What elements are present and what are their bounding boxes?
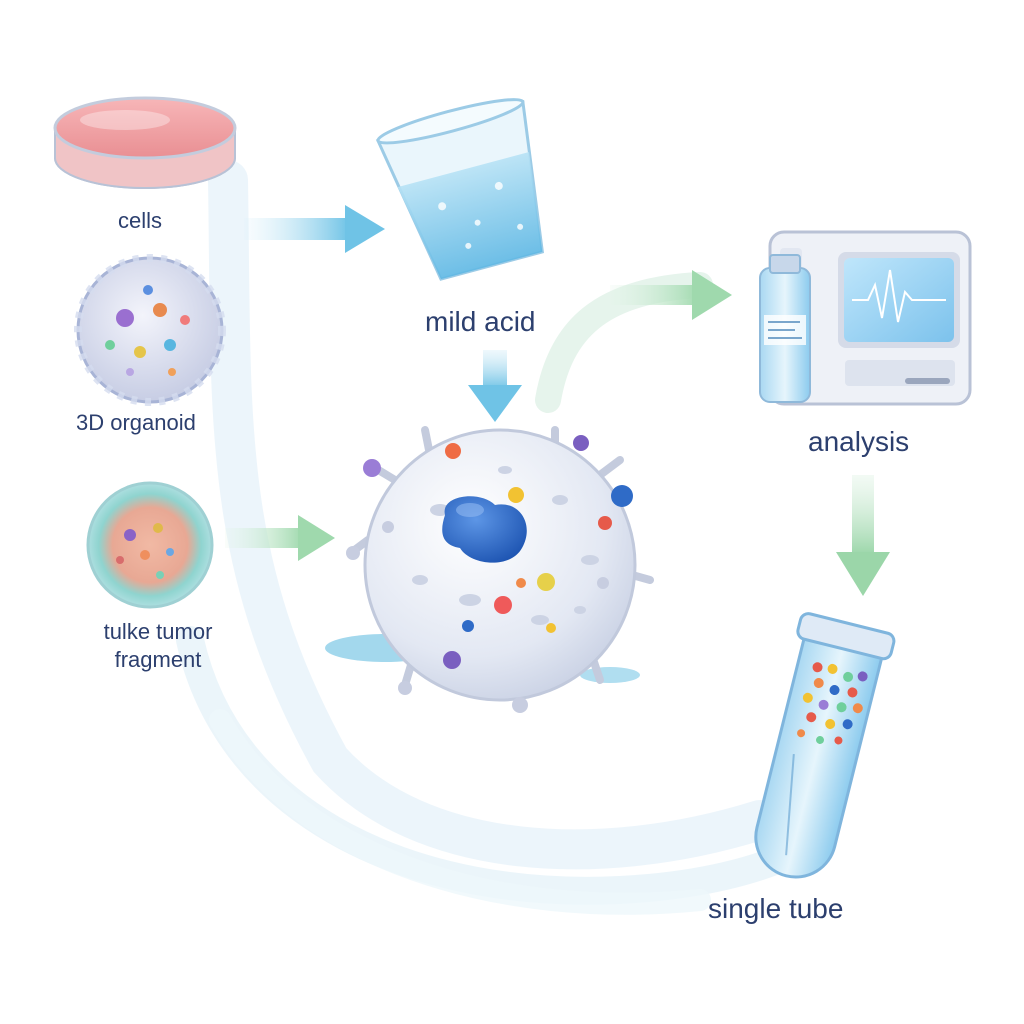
label-organoid: 3D organoid xyxy=(76,410,196,435)
label-cells: cells xyxy=(118,208,163,233)
label-tumor-fragment: tulke tumor fragment xyxy=(103,619,213,672)
organoid-icon xyxy=(74,254,226,406)
label-mild-acid: mild acid xyxy=(425,306,536,337)
arrow-analysis-to-tube xyxy=(836,475,890,596)
cell-icon xyxy=(325,426,654,713)
label-analysis: analysis xyxy=(808,426,910,457)
arrow-fragment-to-cell xyxy=(225,515,335,561)
petri-dish-icon xyxy=(53,96,237,189)
beaker-icon xyxy=(375,98,545,281)
tumor-fragment-icon xyxy=(86,481,214,609)
sample-vial-icon xyxy=(759,254,811,403)
analyzer-icon xyxy=(759,230,972,406)
test-tube-icon xyxy=(754,612,896,879)
label-single-tube: single tube xyxy=(708,893,844,924)
arrow-cells-to-acid xyxy=(244,205,385,253)
arrow-cell-to-analysis xyxy=(610,270,732,320)
arrow-acid-to-cell xyxy=(468,350,522,422)
